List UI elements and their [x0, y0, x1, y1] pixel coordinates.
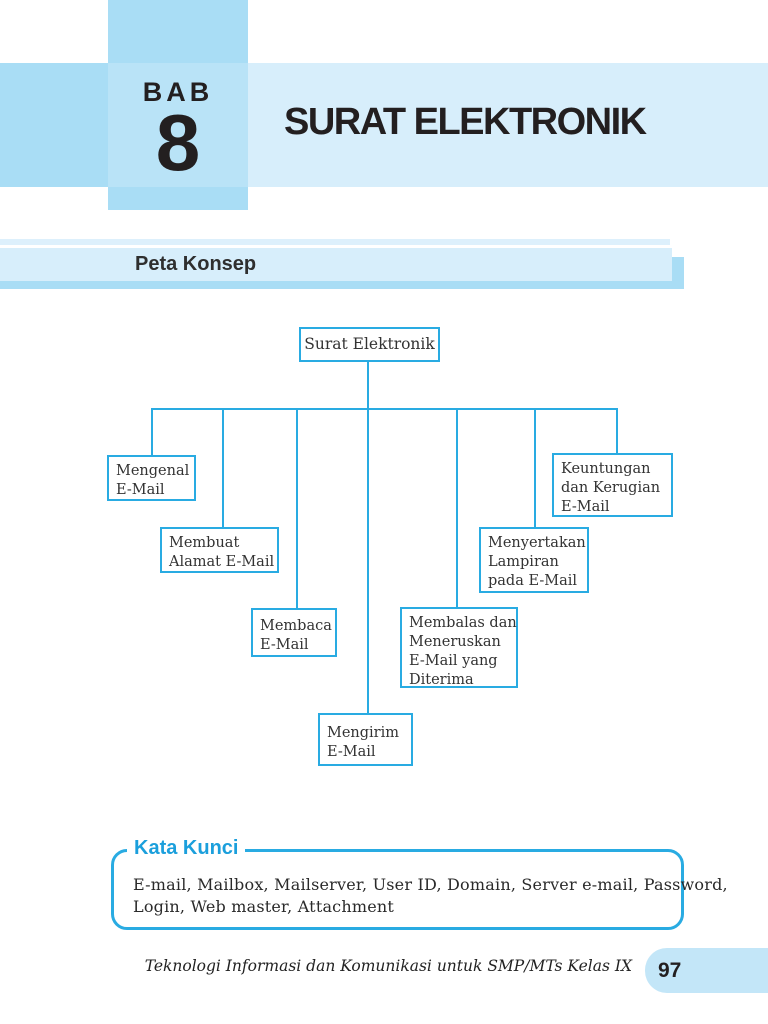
node-line: pada E-Mail: [488, 573, 577, 590]
node-line: Keuntungan: [561, 461, 651, 477]
connector-drop-6: [534, 408, 536, 527]
keywords-box: [111, 849, 684, 930]
page-title: SURAT ELEKTRONIK: [284, 101, 647, 143]
connector-drop-5: [456, 408, 458, 607]
header-band-left: [0, 63, 108, 187]
node-line: Membalas dan: [409, 615, 517, 631]
chapter-label: BAB: [142, 77, 214, 107]
page-number: 97: [658, 958, 682, 982]
node-keuntungan-kerugian: Keuntungan dan Kerugian E-Mail: [552, 453, 673, 517]
decorative-thin-rule: [0, 239, 670, 245]
node-membaca-email: Membaca E-Mail: [251, 608, 337, 657]
node-line: E-Mail: [327, 744, 376, 761]
node-line: Membuat: [169, 535, 240, 551]
keywords-line-1: E-mail, Mailbox, Mailserver, User ID, Do…: [133, 875, 728, 894]
chapter-badge: BAB 8: [108, 63, 248, 187]
connector-drop-3: [296, 408, 298, 608]
page-number-pill: 97: [645, 948, 768, 993]
node-menyertakan-lampiran: Menyertakan Lampiran pada E-Mail: [479, 527, 589, 593]
node-line: Menyertakan: [488, 535, 586, 551]
node-line: dan Kerugian: [561, 480, 661, 497]
node-line: Alamat E-Mail: [169, 554, 275, 571]
connector-drop-2: [222, 408, 224, 527]
node-membuat-alamat-email: Membuat Alamat E-Mail: [160, 527, 279, 573]
node-line: Mengirim: [327, 725, 400, 741]
connector-drop-4: [367, 408, 369, 713]
keywords-text: E-mail, Mailbox, Mailserver, User ID, Do…: [133, 874, 728, 918]
node-mengenal-email: Mengenal E-Mail: [107, 455, 196, 501]
node-line: E-Mail yang: [409, 653, 498, 670]
node-line: Lampiran: [488, 554, 559, 571]
header-band-right: [248, 63, 768, 187]
node-surat-elektronik: Surat Elektronik: [299, 327, 440, 362]
node-line: Mengenal: [116, 463, 190, 479]
section-heading: Peta Konsep: [135, 253, 257, 275]
node-line: Meneruskan: [409, 634, 501, 651]
node-line: E-Mail: [116, 482, 165, 499]
node-mengirim-email: Mengirim E-Mail: [318, 713, 413, 766]
keywords-heading: Kata Kunci: [127, 837, 246, 860]
node-membalas-meneruskan: Membalas dan Meneruskan E-Mail yang Dite…: [400, 607, 518, 688]
connector-drop-7: [616, 408, 618, 453]
keywords-line-2: Login, Web master, Attachment: [133, 897, 395, 916]
connector-root-drop: [367, 362, 369, 410]
node-line: Membaca: [260, 618, 332, 634]
node-line: Diterima: [409, 672, 474, 689]
chapter-number: 8: [155, 98, 201, 187]
connector-horizontal: [151, 408, 618, 410]
node-line: E-Mail: [260, 637, 309, 654]
footer-book-title: Teknologi Informasi dan Komunikasi untuk…: [144, 957, 632, 975]
section-bar: Peta Konsep: [0, 248, 672, 281]
connector-drop-1: [151, 408, 153, 455]
node-line: E-Mail: [561, 499, 610, 516]
